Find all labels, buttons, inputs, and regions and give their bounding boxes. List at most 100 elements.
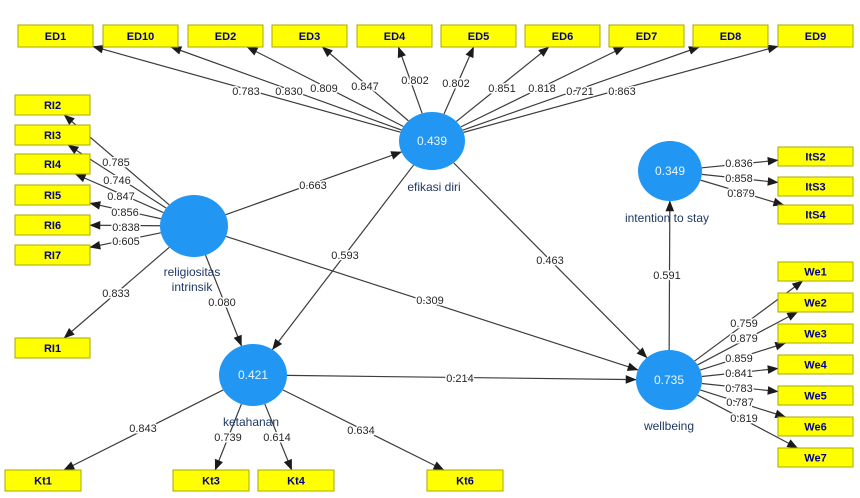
indicator-box[interactable]: [14, 244, 91, 266]
indicator-box[interactable]: [692, 24, 769, 48]
indicator-box[interactable]: [777, 261, 854, 282]
indicator-We5[interactable]: We5: [777, 385, 854, 406]
indicator-box[interactable]: [777, 385, 854, 406]
latent-ellipse[interactable]: [160, 195, 228, 257]
indicator-ED8[interactable]: ED8: [692, 24, 769, 48]
indicator-label: ItS2: [805, 152, 825, 164]
indicator-ED1[interactable]: ED1: [17, 24, 94, 48]
indicator-ItS2[interactable]: ItS2: [777, 146, 854, 167]
indicator-ED2[interactable]: ED2: [187, 24, 264, 48]
path-arrow-religiositas_intrinsik-ketahanan: [204, 254, 243, 347]
indicator-label: ED5: [468, 31, 489, 43]
indicator-box[interactable]: [14, 214, 91, 236]
indicator-box[interactable]: [102, 24, 179, 48]
indicator-box[interactable]: [777, 204, 854, 225]
indicator-RI3[interactable]: RI3: [14, 124, 91, 146]
loading-arrow-religiositas_intrinsik-RI5: [89, 201, 162, 220]
indicator-ItS4[interactable]: ItS4: [777, 204, 854, 225]
indicator-box[interactable]: [14, 94, 91, 116]
loading-arrow-efikasi_diri-ED4: [397, 46, 423, 114]
indicator-box[interactable]: [356, 24, 433, 48]
indicator-We2[interactable]: We2: [777, 292, 854, 313]
indicator-We7[interactable]: We7: [777, 447, 854, 468]
path-coefficient: 0.309: [416, 295, 444, 307]
indicator-box[interactable]: [440, 24, 517, 48]
latent-ellipse[interactable]: [636, 350, 702, 410]
indicator-box[interactable]: [14, 124, 91, 146]
indicator-box[interactable]: [777, 447, 854, 468]
indicator-box[interactable]: [4, 469, 82, 492]
indicator-box[interactable]: [777, 292, 854, 313]
latent-wellbeing[interactable]: 0.735 wellbeing: [636, 350, 702, 433]
indicator-Kt6[interactable]: Kt6: [426, 469, 504, 492]
indicator-box[interactable]: [777, 24, 854, 48]
indicator-box[interactable]: [17, 24, 94, 48]
latent-r2-value: 0.735: [654, 373, 684, 387]
indicator-box[interactable]: [777, 354, 854, 375]
loading-value: 0.787: [726, 397, 754, 409]
indicator-label: ED8: [720, 31, 741, 43]
indicator-ED10[interactable]: ED10: [102, 24, 179, 48]
indicator-ED7[interactable]: ED7: [608, 24, 685, 48]
indicator-Kt4[interactable]: Kt4: [257, 469, 335, 492]
indicator-box[interactable]: [524, 24, 601, 48]
indicator-box[interactable]: [777, 323, 854, 344]
indicator-box[interactable]: [172, 469, 250, 492]
indicator-label: Kt1: [34, 476, 52, 488]
loading-value: 0.859: [725, 353, 753, 365]
latent-label: wellbeing: [643, 419, 694, 433]
path-arrow-ketahanan-wellbeing: [286, 374, 637, 384]
indicator-We3[interactable]: We3: [777, 323, 854, 344]
indicator-We4[interactable]: We4: [777, 354, 854, 375]
latent-ellipse[interactable]: [219, 344, 287, 406]
indicator-box[interactable]: [777, 416, 854, 437]
loading-arrow-religiositas_intrinsik-RI1: [63, 246, 170, 339]
latent-label: religiositas: [164, 265, 221, 279]
indicator-box[interactable]: [426, 469, 504, 492]
loading-arrow-efikasi_diri-ED9: [463, 44, 779, 133]
loading-arrow-efikasi_diri-ED1: [92, 45, 401, 133]
indicator-Kt3[interactable]: Kt3: [172, 469, 250, 492]
indicator-RI7[interactable]: RI7: [14, 244, 91, 266]
indicator-ED9[interactable]: ED9: [777, 24, 854, 48]
indicator-ED5[interactable]: ED5: [440, 24, 517, 48]
indicator-We1[interactable]: We1: [777, 261, 854, 282]
loading-value: 0.858: [725, 173, 753, 185]
indicator-label: We7: [804, 453, 826, 465]
indicator-ED6[interactable]: ED6: [524, 24, 601, 48]
indicator-box[interactable]: [14, 153, 91, 175]
indicator-Kt1[interactable]: Kt1: [4, 469, 82, 492]
indicator-RI2[interactable]: RI2: [14, 94, 91, 116]
indicator-box[interactable]: [187, 24, 264, 48]
loading-value: 0.634: [347, 425, 375, 437]
loading-value: 0.818: [528, 83, 556, 95]
indicator-RI1[interactable]: RI1: [14, 337, 91, 359]
indicator-ED4[interactable]: ED4: [356, 24, 433, 48]
indicator-box[interactable]: [608, 24, 685, 48]
latent-ellipse[interactable]: [638, 141, 702, 201]
latent-ellipse[interactable]: [399, 112, 465, 170]
loading-value: 0.847: [351, 81, 379, 93]
indicator-label: Kt4: [287, 476, 306, 488]
indicator-ED3[interactable]: ED3: [271, 24, 348, 48]
path-coefficient: 0.591: [653, 270, 681, 282]
indicator-We6[interactable]: We6: [777, 416, 854, 437]
indicator-box[interactable]: [777, 176, 854, 197]
indicator-RI6[interactable]: RI6: [14, 214, 91, 236]
indicator-box[interactable]: [14, 184, 91, 206]
indicator-RI4[interactable]: RI4: [14, 153, 91, 175]
indicator-label: Kt3: [202, 476, 220, 488]
indicator-label: ED9: [805, 31, 826, 43]
indicator-ItS3[interactable]: ItS3: [777, 176, 854, 197]
indicator-box[interactable]: [257, 469, 335, 492]
indicator-box[interactable]: [14, 337, 91, 359]
indicator-RI5[interactable]: RI5: [14, 184, 91, 206]
indicator-box[interactable]: [271, 24, 348, 48]
indicator-box[interactable]: [777, 146, 854, 167]
loading-arrow-wellbeing-We3: [699, 341, 787, 371]
